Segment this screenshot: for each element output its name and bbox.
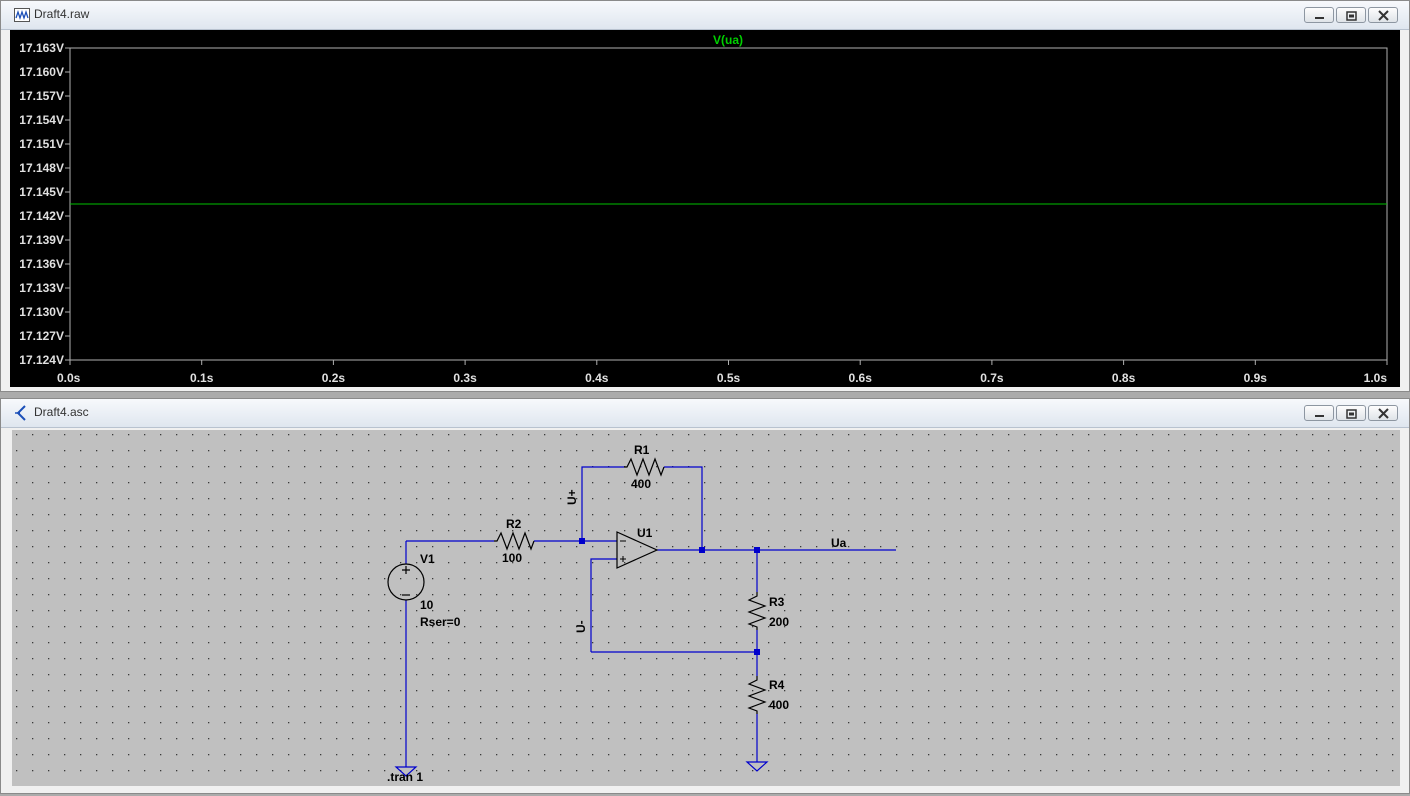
y-tick-label: 17.145V [19, 185, 64, 199]
r4-value: 400 [769, 698, 789, 712]
schematic-drawing[interactable]: R2 100 R1 400 R3 200 R4 400 U1 [12, 430, 1400, 786]
schematic-window-title: Draft4.asc [34, 405, 89, 419]
resistor-r4[interactable]: R4 400 [747, 676, 789, 714]
v1-name: V1 [420, 552, 435, 566]
x-tick-label: 0.4s [585, 371, 609, 385]
x-tick-label: 0.2s [322, 371, 346, 385]
y-tick-label: 17.133V [19, 281, 64, 295]
y-tick-label: 17.127V [19, 329, 64, 343]
plot-window-title: Draft4.raw [34, 7, 90, 21]
net-label-u-minus[interactable]: U- [574, 620, 588, 633]
x-tick-label: 0.6s [849, 371, 873, 385]
plot-close-button[interactable] [1368, 7, 1398, 23]
waveform-plot[interactable]: V(ua) 17.163V 17.160V 17.157V 17.154V 17.151… [10, 30, 1400, 387]
y-tick-label: 17.154V [19, 113, 64, 127]
waveform-icon [14, 8, 30, 22]
y-tick-label: 17.124V [19, 353, 64, 367]
voltage-source-v1[interactable]: V1 10 Rser=0 [387, 552, 461, 629]
schematic-maximize-button[interactable] [1336, 405, 1366, 421]
r1-name: R1 [634, 443, 650, 457]
x-tick-label: 0.5s [717, 371, 741, 385]
maximize-icon [1346, 409, 1357, 419]
y-tick-label: 17.160V [19, 65, 64, 79]
minimize-icon [1315, 415, 1324, 417]
y-tick-label: 17.130V [19, 305, 64, 319]
schematic-titlebar[interactable]: Draft4.asc [1, 399, 1409, 428]
schematic-canvas[interactable]: R2 100 R1 400 R3 200 R4 400 U1 [12, 430, 1400, 786]
x-tick-label: 0.7s [980, 371, 1004, 385]
plot-maximize-button[interactable] [1336, 7, 1366, 23]
resistor-r3[interactable]: R3 200 [747, 592, 789, 630]
schematic-close-button[interactable] [1368, 405, 1398, 421]
x-axis: 0.0s 0.1s 0.2s 0.3s 0.4s 0.5s 0.6s 0.7s 0.8s 0.9s… [57, 360, 1388, 385]
plot-minimize-button[interactable] [1304, 7, 1334, 23]
trace-label[interactable]: V(ua) [713, 33, 743, 47]
x-tick-label: 0.8s [1112, 371, 1136, 385]
maximize-icon [1346, 11, 1357, 21]
y-tick-label: 17.142V [19, 209, 64, 223]
net-label-ua[interactable]: Ua [831, 536, 847, 550]
y-tick-label: 17.163V [19, 41, 64, 55]
v1-value: 10 [420, 598, 434, 612]
y-tick-label: 17.136V [19, 257, 64, 271]
tran-directive[interactable]: .tran 1 [387, 770, 423, 784]
v1-rser: Rser=0 [420, 615, 461, 629]
x-tick-label: 1.0s [1364, 371, 1388, 385]
junctions [579, 538, 760, 655]
x-tick-label: 0.0s [57, 371, 81, 385]
r4-name: R4 [769, 678, 785, 692]
x-tick-label: 0.1s [190, 371, 214, 385]
wires [405, 466, 896, 767]
close-icon [1378, 10, 1389, 21]
r3-name: R3 [769, 595, 785, 609]
schematic-icon [15, 405, 26, 421]
plot-area[interactable]: V(ua) 17.163V 17.160V 17.157V 17.154V 17.151… [10, 30, 1400, 387]
resistor-r2[interactable]: R2 100 [494, 517, 535, 565]
minimize-icon [1315, 17, 1324, 19]
schematic-minimize-button[interactable] [1304, 405, 1334, 421]
opamp-u1[interactable]: U1 [616, 526, 659, 569]
y-tick-label: 17.139V [19, 233, 64, 247]
x-tick-label: 0.9s [1244, 371, 1268, 385]
r3-value: 200 [769, 615, 789, 629]
ground-symbol[interactable] [745, 761, 769, 772]
r2-name: R2 [506, 517, 522, 531]
y-tick-label: 17.151V [19, 137, 64, 151]
grid-dots [12, 430, 1400, 786]
plot-titlebar[interactable]: Draft4.raw [1, 1, 1409, 30]
r1-value: 400 [631, 477, 651, 491]
y-axis: 17.163V 17.160V 17.157V 17.154V 17.151V 17.14… [19, 41, 70, 367]
x-tick-label: 0.3s [453, 371, 477, 385]
u1-name: U1 [637, 526, 653, 540]
y-tick-label: 17.148V [19, 161, 64, 175]
close-icon [1378, 408, 1389, 419]
ground-symbol[interactable] [394, 766, 418, 777]
y-tick-label: 17.157V [19, 89, 64, 103]
net-label-u-plus[interactable]: U+ [565, 489, 579, 505]
resistor-r1[interactable]: R1 400 [624, 443, 665, 491]
r2-value: 100 [502, 551, 522, 565]
